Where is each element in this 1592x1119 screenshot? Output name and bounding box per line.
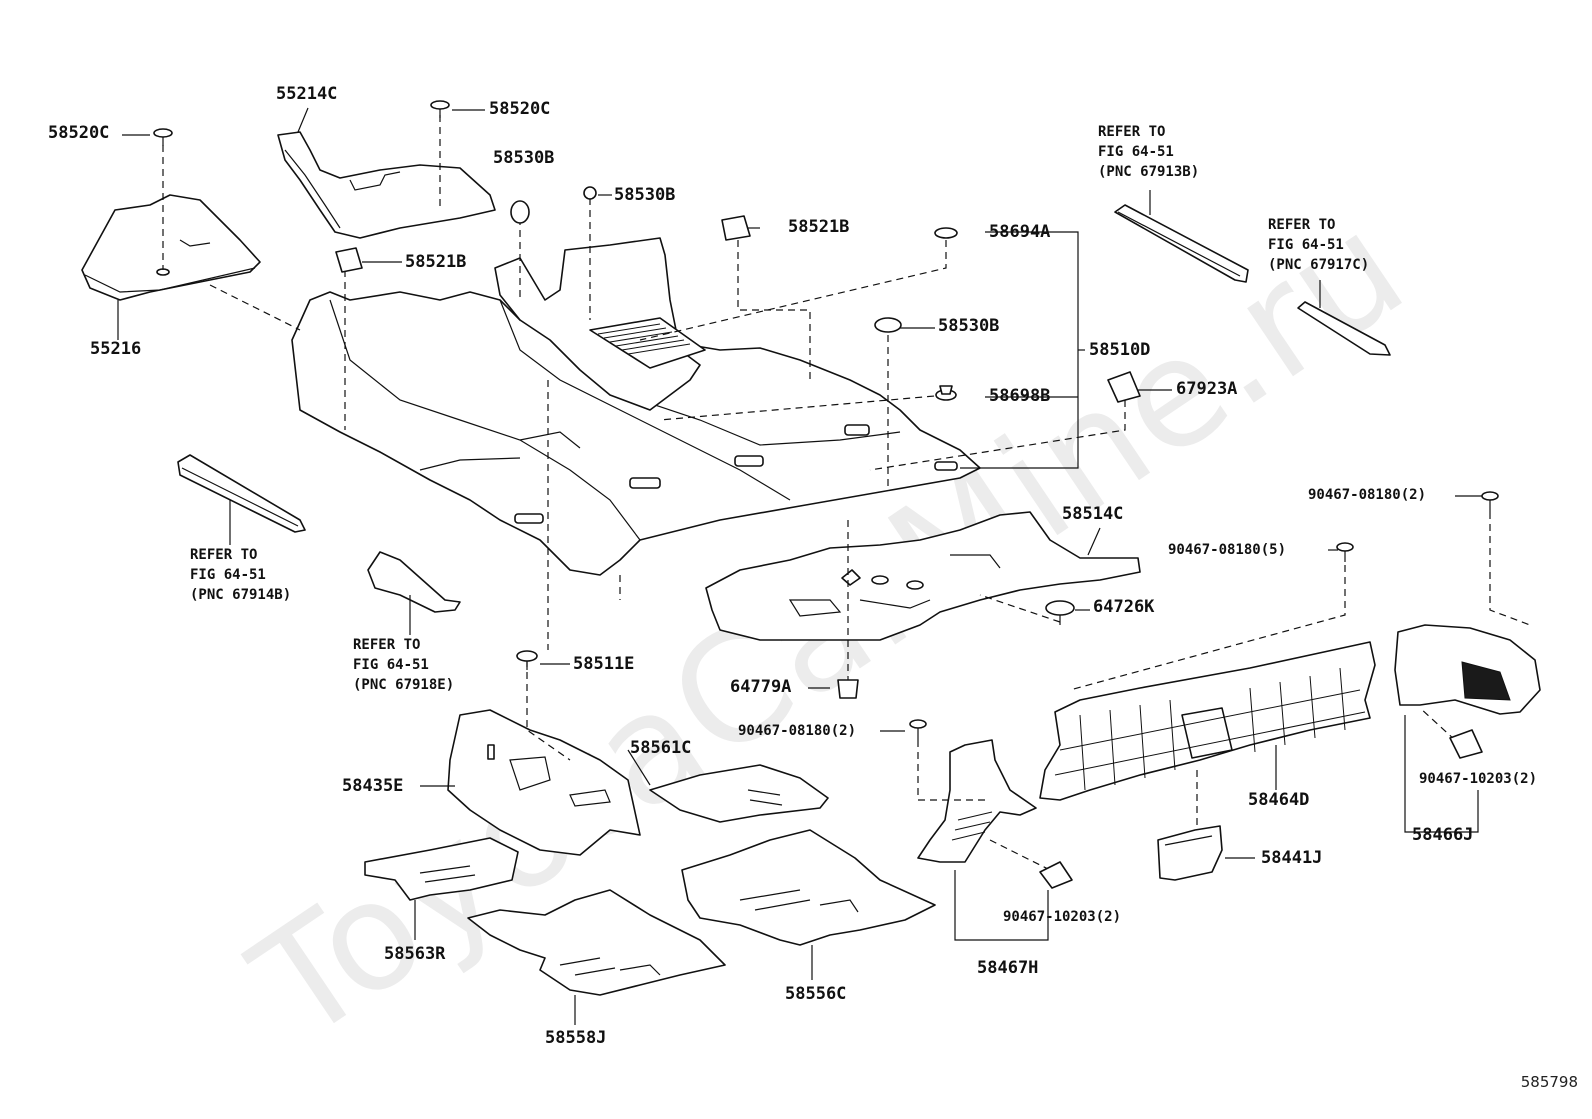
label-58530B-a[interactable]: 58530B bbox=[493, 148, 555, 168]
reference-note-67918E[interactable]: REFER TO FIG 64-51 (PNC 67918E) bbox=[353, 635, 454, 695]
grommet-icon[interactable] bbox=[1045, 600, 1075, 625]
label-67923A[interactable]: 67923A bbox=[1176, 379, 1238, 399]
clip-bracket-icon[interactable] bbox=[335, 247, 363, 273]
scuff-plate-67918E[interactable] bbox=[367, 551, 461, 613]
label-58563R[interactable]: 58563R bbox=[384, 944, 446, 964]
ref-line: REFER TO bbox=[353, 637, 421, 653]
clip-bracket-icon[interactable] bbox=[1449, 729, 1483, 759]
ref-line: REFER TO bbox=[190, 547, 258, 563]
silencer-55214C[interactable] bbox=[277, 131, 496, 239]
floor-silencer-58435E[interactable] bbox=[447, 709, 641, 856]
label-58530B-b[interactable]: 58530B bbox=[614, 185, 676, 205]
floor-mat-58561C[interactable] bbox=[649, 764, 829, 823]
dash-panel-upper[interactable] bbox=[494, 237, 706, 411]
label-58521B-left[interactable]: 58521B bbox=[405, 252, 467, 272]
label-58558J[interactable]: 58558J bbox=[545, 1028, 607, 1048]
label-58441J[interactable]: 58441J bbox=[1261, 848, 1323, 868]
ref-line: REFER TO bbox=[1268, 217, 1336, 233]
ref-line: (PNC 67918E) bbox=[353, 677, 455, 693]
label-58466J[interactable]: 58466J bbox=[1412, 825, 1474, 845]
label-55216[interactable]: 55216 bbox=[90, 339, 142, 359]
push-clip-icon[interactable] bbox=[909, 719, 927, 740]
label-90467-08180-5[interactable]: 90467-08180(5) bbox=[1168, 542, 1287, 558]
push-clip-icon[interactable] bbox=[153, 128, 173, 146]
grommet-icon[interactable] bbox=[934, 227, 958, 239]
label-58511E[interactable]: 58511E bbox=[573, 654, 635, 674]
label-58698B[interactable]: 58698B bbox=[989, 386, 1051, 406]
floor-carpet-58510D[interactable] bbox=[291, 291, 981, 576]
cover-58441J[interactable] bbox=[1157, 825, 1223, 881]
floor-mat-58563R[interactable] bbox=[364, 837, 519, 901]
label-58520C-left[interactable]: 58520C bbox=[48, 123, 110, 143]
label-58510D[interactable]: 58510D bbox=[1089, 340, 1151, 360]
push-clip-icon[interactable] bbox=[837, 679, 859, 699]
ref-line: (PNC 67917C) bbox=[1268, 257, 1370, 273]
push-clip-icon[interactable] bbox=[430, 100, 450, 118]
floor-mat-58556C[interactable] bbox=[681, 829, 936, 946]
clip-bracket-icon[interactable] bbox=[721, 215, 751, 241]
label-90467-10203-2-bottom[interactable]: 90467-10203(2) bbox=[1003, 909, 1122, 925]
floor-mat-58558J[interactable] bbox=[467, 889, 726, 996]
reference-note-67914B[interactable]: REFER TO FIG 64-51 (PNC 67914B) bbox=[190, 545, 291, 605]
label-90467-10203-2-right[interactable]: 90467-10203(2) bbox=[1419, 771, 1538, 787]
label-58521B-right[interactable]: 58521B bbox=[788, 217, 850, 237]
label-58467H[interactable]: 58467H bbox=[977, 958, 1039, 978]
push-clip-icon[interactable] bbox=[1336, 542, 1354, 562]
ref-line: FIG 64-51 bbox=[1268, 237, 1344, 253]
label-55214C[interactable]: 55214C bbox=[276, 84, 338, 104]
side-trim-58467H[interactable] bbox=[917, 739, 1037, 863]
label-58464D[interactable]: 58464D bbox=[1248, 790, 1310, 810]
reference-note-67917C[interactable]: REFER TO FIG 64-51 (PNC 67917C) bbox=[1268, 215, 1369, 275]
scuff-plate-67913B[interactable] bbox=[1114, 204, 1249, 283]
scuff-plate-67914B[interactable] bbox=[177, 454, 306, 533]
deck-trim-58464D[interactable] bbox=[1039, 641, 1376, 801]
label-64726K[interactable]: 64726K bbox=[1093, 597, 1155, 617]
side-trim-58466J[interactable] bbox=[1394, 624, 1541, 715]
scuff-plate-67917C[interactable] bbox=[1297, 301, 1391, 356]
floor-silencer-58514C[interactable] bbox=[705, 511, 1141, 641]
clip-bracket-icon[interactable] bbox=[1107, 371, 1141, 403]
grommet-icon[interactable] bbox=[874, 317, 902, 333]
ref-line: FIG 64-51 bbox=[1098, 144, 1174, 160]
grommet-icon[interactable] bbox=[510, 200, 530, 224]
grommet-icon[interactable] bbox=[583, 186, 597, 200]
ref-line: FIG 64-51 bbox=[353, 657, 429, 673]
push-clip-icon[interactable] bbox=[1481, 491, 1499, 512]
push-clip-icon[interactable] bbox=[516, 650, 538, 670]
reference-note-67913B[interactable]: REFER TO FIG 64-51 (PNC 67913B) bbox=[1098, 122, 1199, 182]
label-90467-08180-2-mid[interactable]: 90467-08180(2) bbox=[738, 723, 857, 739]
label-58556C[interactable]: 58556C bbox=[785, 984, 847, 1004]
label-90467-08180-2-top[interactable]: 90467-08180(2) bbox=[1308, 487, 1427, 503]
label-58514C[interactable]: 58514C bbox=[1062, 504, 1124, 524]
grommet-icon[interactable] bbox=[935, 385, 957, 401]
silencer-55216[interactable] bbox=[81, 194, 261, 301]
label-58520C-top[interactable]: 58520C bbox=[489, 99, 551, 119]
label-58435E[interactable]: 58435E bbox=[342, 776, 404, 796]
ref-line: FIG 64-51 bbox=[190, 567, 266, 583]
label-64779A[interactable]: 64779A bbox=[730, 677, 792, 697]
figure-number: 585798 bbox=[1520, 1073, 1578, 1091]
label-58694A[interactable]: 58694A bbox=[989, 222, 1051, 242]
clip-bracket-icon[interactable] bbox=[1039, 861, 1073, 889]
label-58530B-c[interactable]: 58530B bbox=[938, 316, 1000, 336]
ref-line: (PNC 67913B) bbox=[1098, 164, 1200, 180]
ref-line: REFER TO bbox=[1098, 124, 1166, 140]
ref-line: (PNC 67914B) bbox=[190, 587, 292, 603]
label-58561C[interactable]: 58561C bbox=[630, 738, 692, 758]
